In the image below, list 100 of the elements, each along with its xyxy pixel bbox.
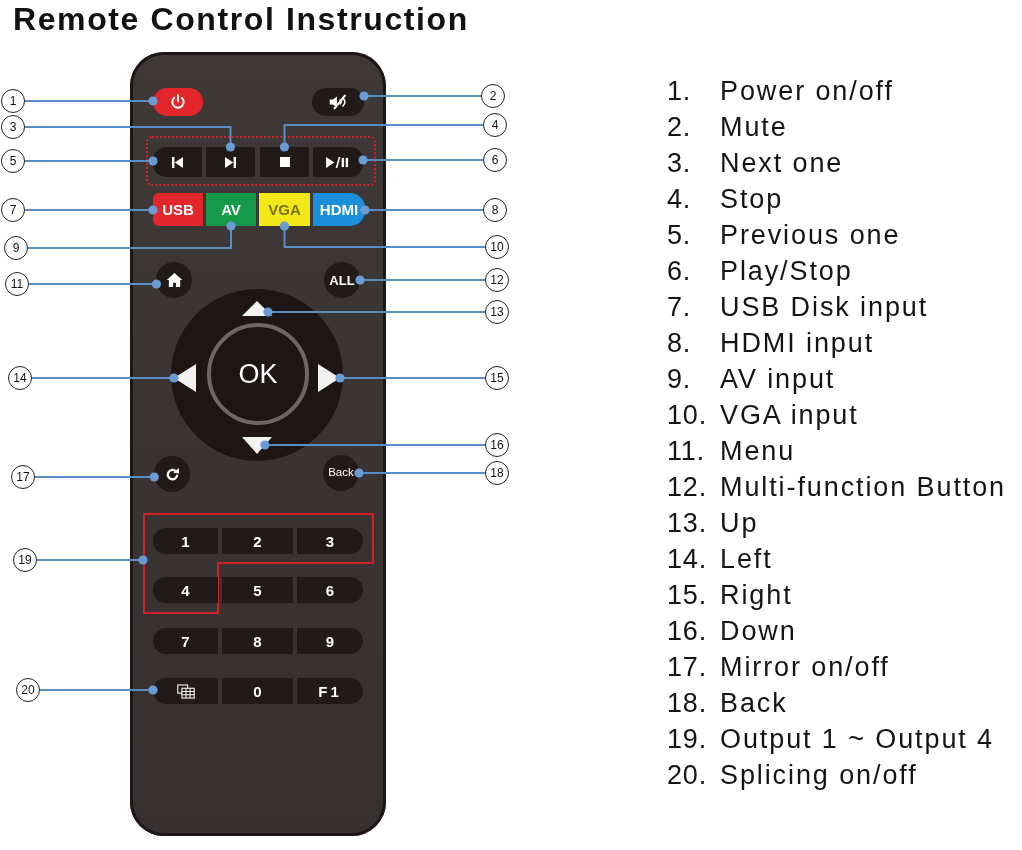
leader-line bbox=[27, 221, 236, 249]
item-number: 16. bbox=[667, 615, 708, 647]
mute-key bbox=[312, 88, 364, 116]
leader-line bbox=[355, 275, 486, 285]
callout-number: 1 bbox=[1, 89, 25, 113]
remote-control-body bbox=[130, 52, 386, 836]
callout-number: 13 bbox=[485, 300, 509, 324]
leader-line bbox=[279, 124, 484, 152]
function-description: Right bbox=[720, 579, 794, 611]
leader-line bbox=[24, 156, 158, 166]
function-description: VGA input bbox=[720, 399, 860, 431]
source-key: AV bbox=[206, 193, 256, 226]
callout-number: 2 bbox=[481, 84, 505, 108]
function-description: Next one bbox=[720, 147, 845, 179]
item-number: 2. bbox=[667, 111, 693, 143]
item-number: 12. bbox=[667, 471, 708, 503]
function-description: Back bbox=[720, 687, 789, 719]
function-description: Power on/off bbox=[720, 75, 895, 107]
item-number: 14. bbox=[667, 543, 708, 575]
callout-number: 15 bbox=[485, 366, 509, 390]
number-key: 5 bbox=[222, 577, 293, 603]
mirror-key bbox=[154, 456, 190, 492]
callout-number: 20 bbox=[16, 678, 40, 702]
number-key: 7 bbox=[153, 628, 218, 654]
diagram-title: Remote Control Instruction bbox=[13, 0, 469, 38]
function-description: Play/Stop bbox=[720, 255, 854, 287]
source-key: HDMI bbox=[313, 193, 365, 226]
source-key: VGA bbox=[259, 193, 310, 226]
leader-line bbox=[24, 96, 158, 106]
leader-line bbox=[279, 221, 486, 248]
callout-number: 16 bbox=[485, 433, 509, 457]
number-key: 6 bbox=[297, 577, 363, 603]
multi-function-key: ALL bbox=[324, 262, 360, 298]
home-key bbox=[156, 262, 192, 298]
function-description: Menu bbox=[720, 435, 797, 467]
item-number: 17. bbox=[667, 651, 708, 683]
item-number: 4. bbox=[667, 183, 693, 215]
leader-line bbox=[28, 279, 162, 289]
leader-line bbox=[360, 205, 484, 215]
number-key: 0 bbox=[222, 678, 293, 704]
function-description: Previous one bbox=[720, 219, 902, 251]
function-description: Multi-function Button bbox=[720, 471, 1007, 503]
item-number: 1. bbox=[667, 75, 693, 107]
function-description: Mute bbox=[720, 111, 789, 143]
callout-number: 8 bbox=[483, 198, 507, 222]
leader-line bbox=[263, 307, 486, 317]
item-number: 11. bbox=[667, 435, 706, 467]
splicing-key bbox=[153, 678, 218, 704]
callout-number: 11 bbox=[5, 272, 29, 296]
callout-number: 18 bbox=[485, 461, 509, 485]
callout-number: 10 bbox=[485, 235, 509, 259]
group-outline bbox=[143, 513, 374, 614]
callout-number: 17 bbox=[11, 465, 35, 489]
item-number: 8. bbox=[667, 327, 693, 359]
media-key bbox=[153, 147, 202, 177]
function-description: Stop bbox=[720, 183, 785, 215]
callout-number: 6 bbox=[483, 148, 507, 172]
dotted-group-frame bbox=[146, 136, 376, 186]
callout-number: 12 bbox=[485, 268, 509, 292]
number-key: 1 bbox=[153, 528, 218, 554]
number-key: 9 bbox=[297, 628, 363, 654]
leader-line bbox=[34, 472, 159, 482]
function-description: USB Disk input bbox=[720, 291, 930, 323]
item-number: 13. bbox=[667, 507, 708, 539]
leader-line bbox=[24, 126, 236, 152]
function-description: Left bbox=[720, 543, 774, 575]
number-key: 8 bbox=[222, 628, 293, 654]
item-number: 5. bbox=[667, 219, 693, 251]
item-number: 19. bbox=[667, 723, 708, 755]
leader-line bbox=[36, 555, 148, 565]
item-number: 7. bbox=[667, 291, 693, 323]
power-key bbox=[153, 88, 203, 116]
function-key: F1 bbox=[297, 678, 363, 704]
function-description: Splicing on/off bbox=[720, 759, 919, 791]
source-key: USB bbox=[153, 193, 203, 226]
item-number: 6. bbox=[667, 255, 693, 287]
callout-number: 14 bbox=[8, 366, 32, 390]
item-number: 10. bbox=[667, 399, 708, 431]
media-key bbox=[313, 147, 363, 177]
callout-number: 3 bbox=[1, 115, 25, 139]
leader-line bbox=[260, 440, 486, 450]
leader-line bbox=[31, 373, 179, 383]
number-key: 3 bbox=[297, 528, 363, 554]
item-number: 18. bbox=[667, 687, 708, 719]
callout-number: 19 bbox=[13, 548, 37, 572]
function-description: Down bbox=[720, 615, 798, 647]
item-number: 9. bbox=[667, 363, 693, 395]
leader-line bbox=[358, 155, 484, 165]
item-number: 15. bbox=[667, 579, 708, 611]
number-key: 4 bbox=[153, 577, 218, 603]
function-description: Up bbox=[720, 507, 760, 539]
number-key: 2 bbox=[222, 528, 293, 554]
ok-key: OK bbox=[207, 323, 309, 425]
function-description: Output 1 ~ Output 4 bbox=[720, 723, 995, 755]
callout-number: 9 bbox=[4, 236, 28, 260]
function-description: Mirror on/off bbox=[720, 651, 891, 683]
media-key bbox=[260, 147, 309, 177]
arrow-key bbox=[242, 437, 272, 454]
leader-line bbox=[335, 373, 486, 383]
leader-line bbox=[359, 91, 482, 101]
